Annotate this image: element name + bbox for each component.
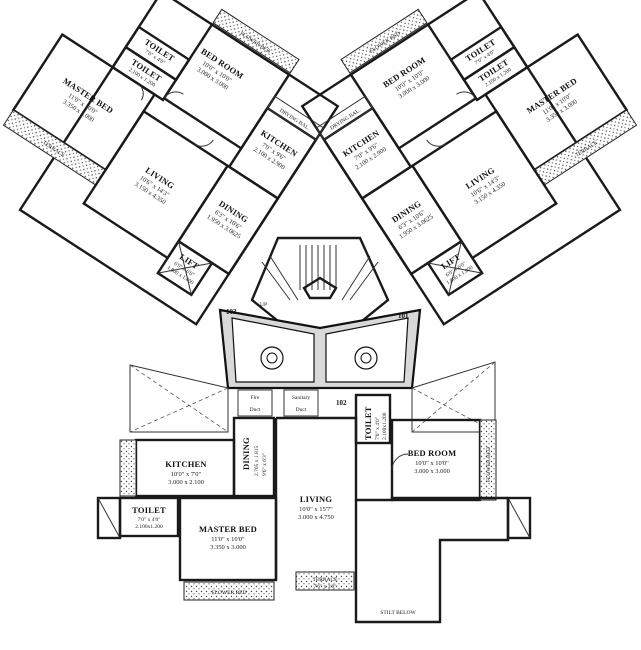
left-open-area	[129, 364, 229, 433]
bottom-dining	[232, 416, 276, 498]
left-lift	[156, 239, 214, 297]
bottom-right-flower-label: FLOWER BED	[486, 447, 492, 482]
bottom-toilet-left-dim2: 2.100x1.200	[135, 524, 163, 530]
duct-b-label: Duct	[296, 407, 307, 413]
bottom-terrace-label: TERRACE	[312, 577, 338, 583]
bottom-toilet-left-dim1: 7'0" x 4'0"	[138, 517, 161, 523]
bottom-toilet-mid-dim2: 2.100x1.200	[382, 412, 388, 440]
bottom-living-label: LIVING	[300, 494, 333, 504]
duct-left	[237, 389, 273, 417]
bottom-terrace	[295, 571, 355, 591]
duct-right	[283, 389, 319, 417]
bottom-toilet-left	[118, 496, 180, 538]
bottom-kitchen-dim2: 3.000 x 2.100	[168, 479, 204, 486]
left-wing: BED ROOM 10'0" x 10'0" 3.000 x 3.000 KIT…	[2, 0, 340, 326]
right-wing: BED ROOM 10'0" x 10'0" 3.000 x 3.000 KIT…	[300, 0, 638, 326]
bottom-dining-dim1: 9'6" x 6'3"	[262, 453, 268, 476]
central-core: UP Fire Duct Sanitary Duct 103 101 102	[218, 236, 422, 417]
up-label: UP	[260, 302, 267, 308]
bottom-flower-bed-label: FLOWER BED	[212, 590, 247, 596]
stair-landing	[302, 276, 338, 300]
unit-102-label: 102	[336, 399, 347, 407]
fire-label: Fire	[251, 395, 260, 401]
left-flower-bed	[212, 8, 300, 74]
lift-car-left	[260, 346, 284, 370]
bottom-living-dim1: 10'0" x 15'7"	[299, 506, 333, 513]
bottom-master-bed-dim1: 11'0" x 10'0"	[211, 536, 245, 543]
stilt-outline	[354, 498, 510, 624]
staircase	[261, 245, 379, 301]
bottom-unit: KITCHEN 10'0" x 7'0" 3.000 x 2.100 DININ…	[96, 361, 532, 624]
lift-shaft-left	[231, 317, 315, 383]
stilt-below-label: STILT BELOW	[380, 610, 416, 616]
bottom-living-dim2: 3.000 x 4.750	[298, 514, 334, 521]
bottom-kitchen-dim1: 10'0" x 7'0"	[171, 471, 202, 478]
bottom-flower-bed	[183, 581, 275, 601]
bottom-bedroom-dim2: 3.000 x 3.000	[414, 468, 450, 475]
unit-101-label: 101	[398, 312, 409, 320]
bottom-kitchen-flower	[119, 439, 137, 497]
bottom-living-walls	[276, 416, 508, 502]
bottom-toilet-mid-dim1: 7'0" x 4'0"	[375, 417, 381, 440]
bottom-bedroom-label: BED ROOM	[408, 448, 457, 458]
shaft-label: Sanitary	[292, 395, 311, 401]
right-drying-bal	[315, 95, 374, 141]
bottom-bedroom-dim1: 10'0" x 10'0"	[415, 460, 449, 467]
unit-103-label: 103	[226, 308, 237, 316]
bottom-right-flower	[479, 419, 497, 501]
bottom-dining-label: DINING	[241, 437, 251, 470]
bottom-terrace-size: 7'6" x 3'0"	[314, 584, 337, 590]
bottom-master-bed-dim2: 3.350 x 3.000	[210, 544, 246, 551]
bottom-toilet-mid-label: TOILET	[363, 406, 373, 440]
bottom-toilet-left-label: TOILET	[132, 505, 166, 515]
lift-shaft-right	[325, 317, 409, 383]
right-lift	[426, 239, 484, 297]
duct-a-label: Duct	[250, 407, 261, 413]
bottom-kitchen-label: KITCHEN	[165, 459, 207, 469]
right-flower-bed	[340, 8, 428, 74]
bottom-master-bed-label: MASTER BED	[199, 524, 257, 534]
bottom-dining-dim2: 2.705 x 1.815	[254, 446, 260, 477]
lift-car-right	[354, 346, 378, 370]
